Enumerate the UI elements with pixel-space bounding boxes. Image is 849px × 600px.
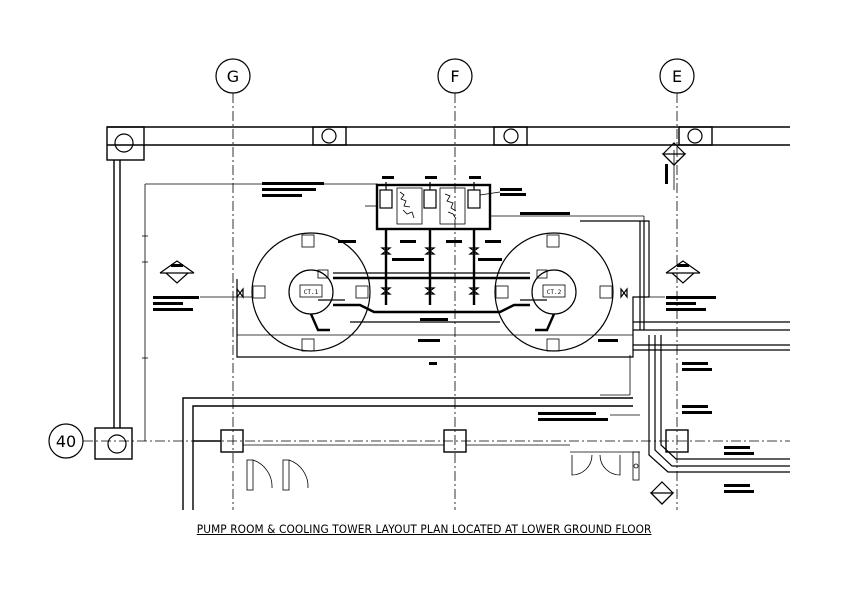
grid-bubble-f: F [437,58,473,94]
pump-skid [375,182,492,231]
cooling-tower-1: CT.1 [251,232,371,352]
grid-bubble-g: G [215,58,251,94]
ct2-label: CT.2 [547,289,562,296]
door-swing-2 [282,459,309,491]
column-top-left [106,126,145,161]
plan-title: PUMP ROOM & COOLING TOWER LAYOUT PLAN LO… [0,522,849,536]
corridor-walls [182,397,640,510]
section-marker-bottom-right [649,481,675,505]
section-marker-right [665,260,701,284]
grid-label-40: 40 [56,432,76,451]
column-40 [94,427,133,460]
door-swing-4 [632,451,640,481]
grid-label-g: G [227,67,239,86]
column-f-40 [443,429,467,453]
grid-label-f: F [450,67,459,86]
plan-title-text: PUMP ROOM & COOLING TOWER LAYOUT PLAN LO… [197,522,652,536]
column-e-40 [665,429,689,453]
dimension-ticks [142,235,148,359]
column-top-e [678,126,713,146]
door-swing-3 [571,454,621,476]
piping [309,215,645,332]
section-marker-left [159,260,195,284]
cooling-tower-2: CT.2 [494,232,614,352]
column-top-f [493,126,528,146]
annotation-marks [153,164,754,493]
ct1-label: CT.1 [304,289,319,296]
right-pipes [600,321,790,473]
leader-lines [200,191,665,416]
door-swing-1 [246,459,273,491]
cooling-tower-platform [233,220,650,358]
valve-icons [236,247,628,299]
section-marker-top-right [661,142,687,190]
grid-bubble-e: E [659,58,695,94]
left-wall [113,160,378,441]
grid-bubble-40: 40 [48,423,84,459]
grid-label-e: E [672,67,682,86]
column-top-g [312,126,347,146]
